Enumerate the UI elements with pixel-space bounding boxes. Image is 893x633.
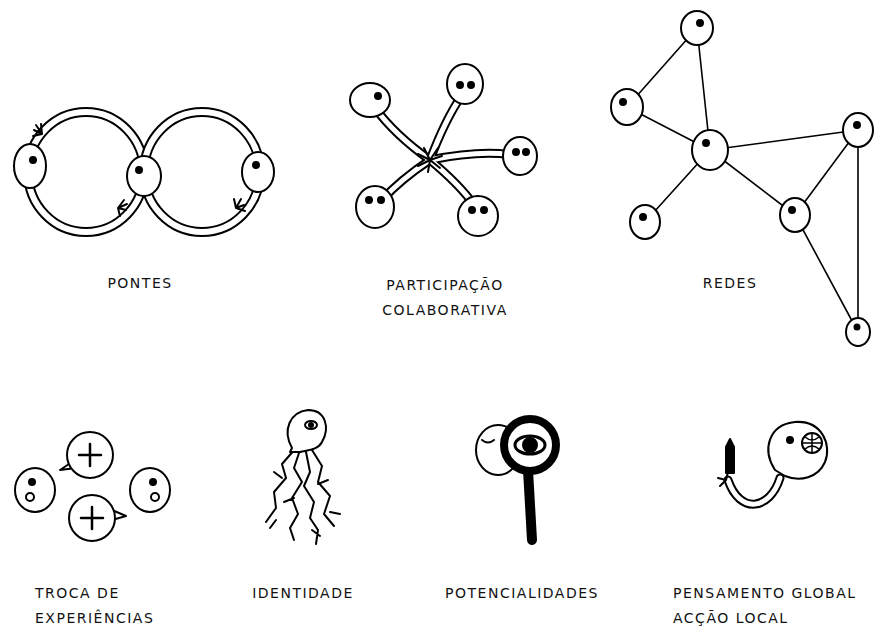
head <box>447 64 483 104</box>
eye <box>378 197 384 203</box>
head <box>692 130 728 170</box>
speech-bubble <box>69 495 115 541</box>
caption-label: IDENTIDADE <box>233 581 373 606</box>
closed-eye <box>482 440 494 443</box>
head <box>843 113 873 147</box>
eye <box>469 207 475 213</box>
hand <box>33 124 42 136</box>
arm-inner <box>728 478 780 504</box>
caption-label: PARTICIPAÇÃO COLABORATIVA <box>360 273 530 323</box>
caption-label: PONTES <box>80 271 200 296</box>
hand <box>118 200 127 216</box>
head <box>681 11 713 45</box>
identity-figure <box>266 410 340 544</box>
eye <box>513 149 519 155</box>
tower-top <box>726 439 734 447</box>
caption-label: POTENCIALIDADES <box>427 581 617 606</box>
eye <box>150 479 156 485</box>
globe-lines <box>802 433 822 453</box>
eye <box>640 214 646 220</box>
hand <box>234 199 245 211</box>
eye <box>375 93 381 99</box>
head <box>15 468 55 512</box>
caption-label: TROCA DE EXPERIÊNCIAS <box>35 581 185 631</box>
exchange-figure <box>15 432 170 541</box>
eye <box>703 140 709 146</box>
network-figure <box>611 11 873 346</box>
globe-symbol <box>802 433 822 453</box>
eye <box>136 167 142 173</box>
head <box>127 156 161 196</box>
network-lines <box>627 28 858 332</box>
head <box>242 152 274 192</box>
arms-inner <box>375 95 512 205</box>
eye <box>481 207 487 213</box>
pupil <box>523 438 537 452</box>
eye <box>305 421 317 429</box>
head <box>458 196 498 236</box>
mouth <box>151 493 159 501</box>
eye <box>697 20 703 26</box>
head <box>611 89 643 125</box>
caption-label: PENSAMENTO GLOBAL ACÇÃO LOCAL <box>673 581 888 631</box>
eye <box>253 162 259 168</box>
head <box>503 137 537 175</box>
pupil <box>309 423 313 427</box>
plus-symbol <box>81 507 103 529</box>
eye <box>620 99 626 105</box>
eye <box>468 82 474 88</box>
mouth <box>26 493 34 501</box>
roots <box>266 448 340 544</box>
potential-figure <box>476 419 556 540</box>
plus-symbol <box>79 444 101 466</box>
head <box>130 468 170 512</box>
speech-bubble <box>67 432 113 478</box>
head <box>14 144 46 188</box>
head <box>350 83 390 117</box>
head <box>780 198 810 232</box>
head <box>356 186 394 228</box>
eye <box>787 437 793 443</box>
head <box>768 422 827 479</box>
eye <box>30 157 36 163</box>
eye <box>515 436 545 454</box>
joined-hands <box>418 148 442 172</box>
magnifier-ring <box>504 419 556 471</box>
eye <box>457 82 463 88</box>
head <box>846 318 870 346</box>
caption-label: REDES <box>680 271 780 296</box>
tower-symbol <box>726 447 734 473</box>
head <box>288 410 326 452</box>
head <box>630 205 660 239</box>
global-local-figure <box>718 422 827 504</box>
eye <box>523 149 529 155</box>
eye <box>789 207 795 213</box>
eye <box>854 122 860 128</box>
magnifier-handle <box>528 470 532 540</box>
hand <box>718 472 728 486</box>
eye <box>855 325 860 330</box>
eye <box>29 479 35 485</box>
eye <box>366 197 372 203</box>
bridges-figure <box>14 112 274 232</box>
participation-figure <box>350 64 537 236</box>
arm <box>728 478 780 504</box>
arms <box>375 95 512 205</box>
